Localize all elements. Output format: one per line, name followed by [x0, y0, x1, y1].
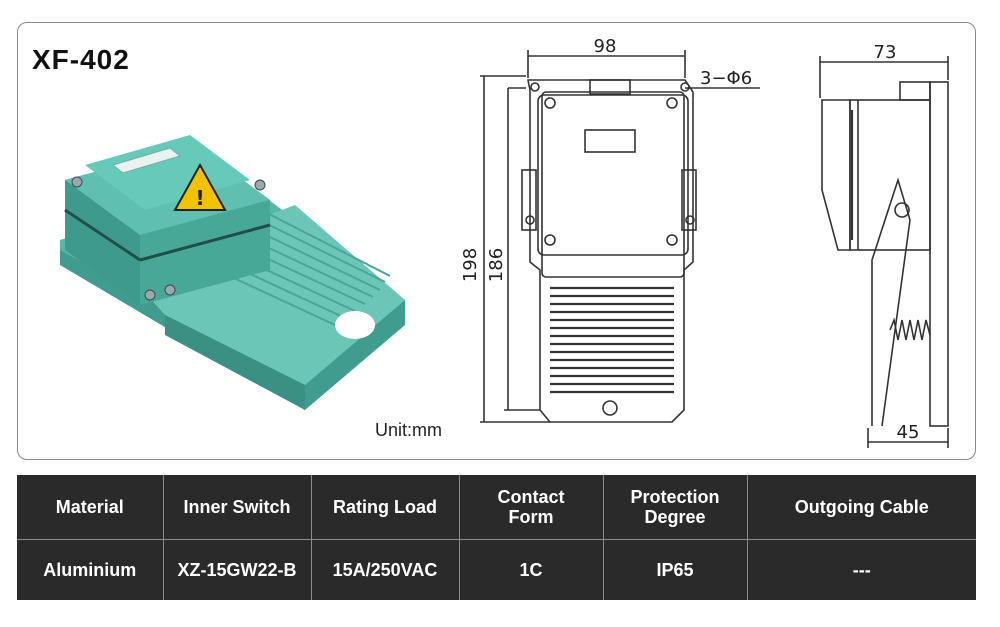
cell-rating-load: 15A/250VAC [310, 539, 459, 600]
table-row: Aluminium XZ-15GW22-B 15A/250VAC 1C IP65… [17, 539, 976, 600]
height-inner-dim: 186 [486, 248, 507, 282]
cell-material: Aluminium [43, 559, 137, 580]
warning-icon [173, 162, 227, 211]
header-protection-degree: Protection Degree [602, 475, 747, 540]
depth-dim: 73 [874, 42, 897, 63]
front-drawing: 98 3−Φ6 198 186 [460, 36, 760, 423]
base-dim: 45 [897, 422, 920, 443]
side-drawing: 73 45 [819, 42, 949, 448]
holes-dim: 3−Φ6 [700, 68, 752, 89]
cell-protection-degree: IP65 [602, 539, 747, 600]
header-outgoing-cable: Outgoing Cable [746, 475, 976, 540]
unit-label: Unit:mm [375, 420, 442, 440]
cell-inner-switch: XZ-15GW22-B [162, 539, 311, 600]
cell-outgoing-cable: --- [746, 539, 976, 600]
spec-table: Material Inner Switch Rating Load Contac… [17, 475, 976, 600]
cell-contact-form: 1C [458, 539, 603, 600]
header-material: Material [17, 475, 163, 540]
table-header-row: Material Inner Switch Rating Load Contac… [17, 475, 976, 540]
header-inner-switch: Inner Switch [162, 475, 311, 540]
foot-switch-illustration: ! [60, 135, 405, 410]
height-outer-dim: 198 [460, 248, 481, 282]
header-contact-form: Contact Form [458, 475, 603, 540]
model-title: XF-402 [32, 44, 130, 75]
svg-text:!: ! [195, 186, 204, 210]
header-rating-load: Rating Load [310, 475, 459, 540]
width-dim: 98 [594, 36, 617, 57]
